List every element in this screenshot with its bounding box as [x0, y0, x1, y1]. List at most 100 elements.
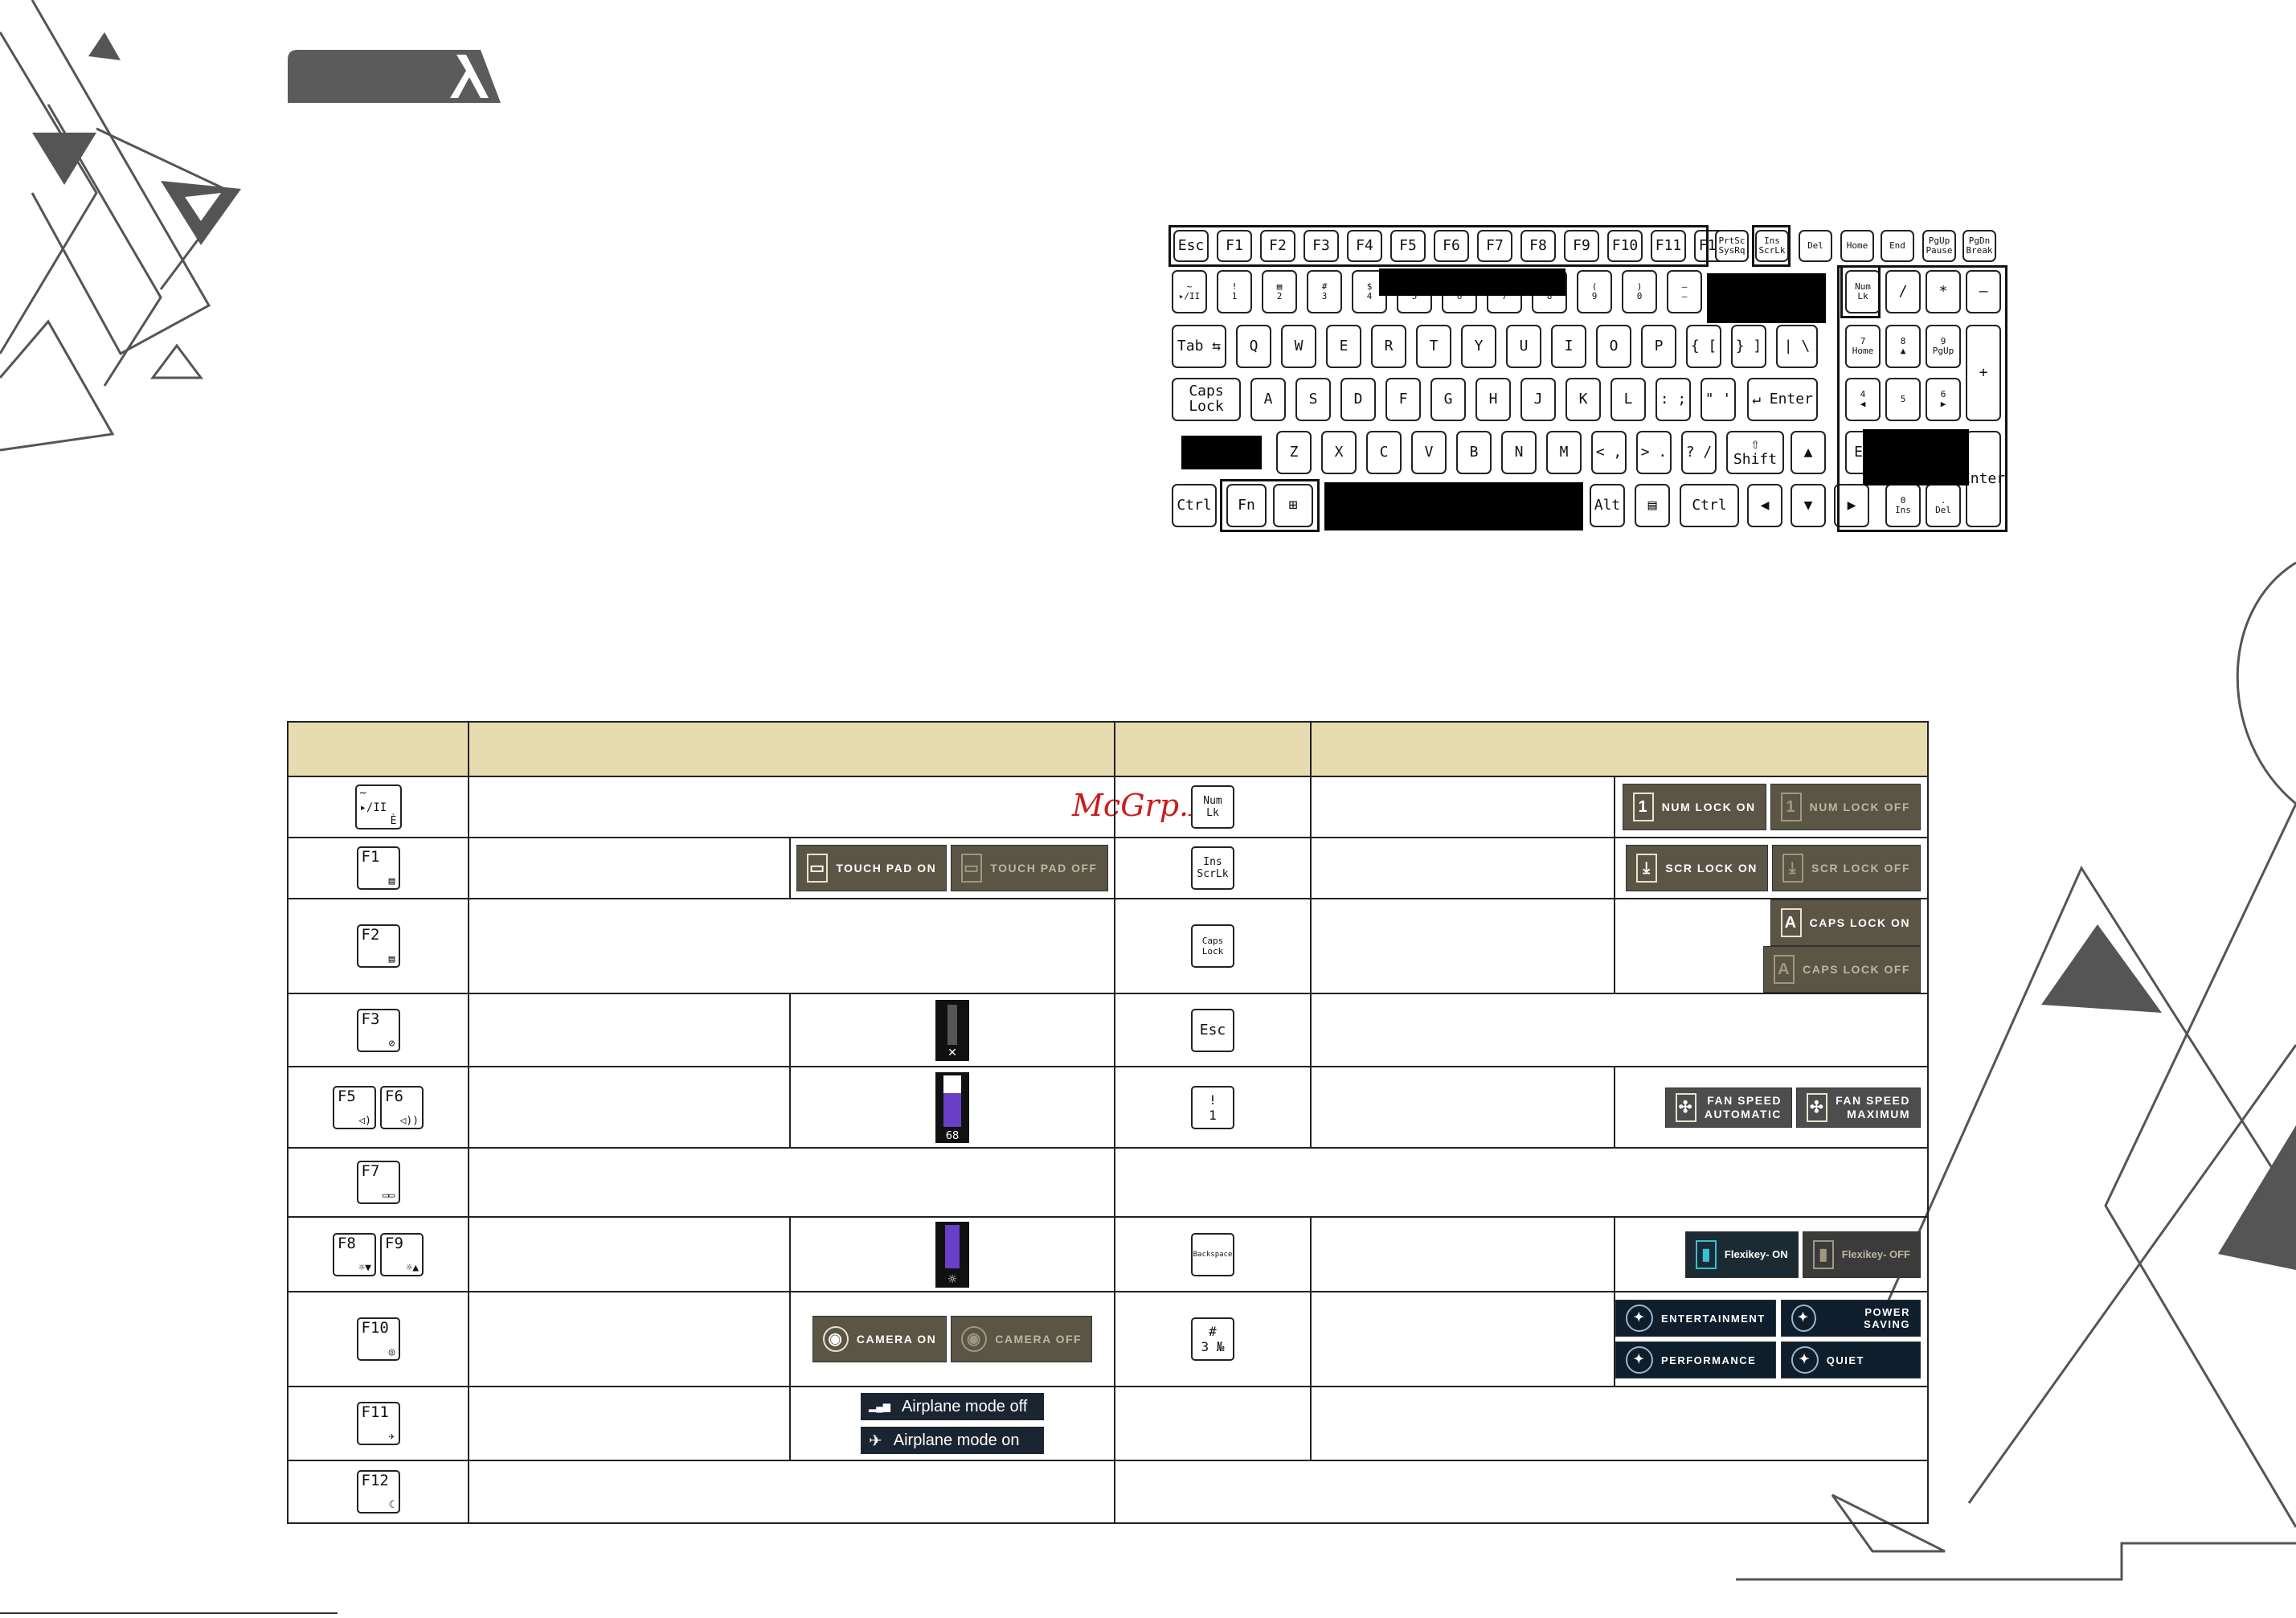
camera-icon: ◉	[822, 1326, 849, 1352]
table-row: F8☼▼ F9☼▲ ☼ Backspace ▮Flexikey- ON ▮Fle…	[287, 1216, 1929, 1292]
header-cell-function-left	[468, 721, 1115, 777]
redacted-block	[1707, 273, 1826, 323]
key-system: End	[1881, 230, 1914, 262]
key-f4: F4	[1347, 230, 1382, 262]
description-cell	[468, 1460, 1115, 1524]
description-cell	[468, 776, 1115, 838]
key-f7: F7	[1477, 230, 1512, 262]
osd-cell: ▮Flexikey- ON ▮Flexikey- OFF	[1614, 1216, 1929, 1292]
key-letter: R	[1371, 325, 1406, 368]
one-key-icon: !1	[1191, 1085, 1234, 1129]
flexikey-on-indicator: ▮Flexikey- ON	[1684, 1231, 1799, 1278]
key-letter: H	[1475, 378, 1511, 421]
key-fn: Fn	[1226, 484, 1267, 527]
key-cell: #3 №	[1114, 1291, 1312, 1387]
key-caps-lock: Caps Lock	[1172, 378, 1241, 421]
key-slash: ? /	[1681, 431, 1717, 474]
key-windows: ⊞	[1273, 484, 1313, 527]
key-letter: A	[1250, 378, 1286, 421]
key-letter: O	[1596, 325, 1631, 368]
key-numpad-4: 4◀	[1845, 378, 1881, 421]
key-numpad-plus: +	[1966, 325, 2001, 421]
flexikey-icon: ▮	[1695, 1239, 1717, 1269]
group-numpad	[1837, 265, 2007, 532]
key-f3: F3	[1304, 230, 1339, 262]
description-cell	[1310, 1216, 1615, 1292]
performance-icon: ✦	[1626, 1346, 1653, 1374]
fan-icon: ✣	[1675, 1092, 1696, 1122]
key-cell: Caps Lock	[1114, 898, 1312, 994]
volume-value: 68	[945, 1129, 960, 1142]
section-header-tab	[288, 50, 501, 103]
key-cell: F11✈	[287, 1386, 469, 1461]
flexikey-icon: ▮	[1812, 1239, 1834, 1269]
key-tab: Tab ⇆	[1172, 325, 1226, 368]
caps-lock-key-icon: Caps Lock	[1191, 924, 1234, 968]
key-letter: Z	[1276, 431, 1312, 474]
power-saving-icon: ✦	[1791, 1305, 1816, 1332]
scroll-lock-icon: ⤓	[1782, 854, 1803, 883]
performance-mode-indicator: ✦PERFORMANCE	[1615, 1342, 1776, 1378]
key-letter: W	[1281, 325, 1316, 368]
power-saving-mode-indicator: ✦POWER SAVING	[1780, 1300, 1921, 1337]
header-cell-function-right	[1310, 721, 1929, 777]
description-cell	[1114, 1147, 1929, 1218]
osd-cell: ⤓SCR LOCK ON ⤓SCR LOCK OFF	[1614, 837, 1929, 899]
description-cell	[1310, 993, 1929, 1067]
volume-level-indicator: 68	[935, 1071, 969, 1143]
key-f9: F9	[1564, 230, 1599, 262]
key-number: #3	[1307, 270, 1342, 313]
key-numpad-5: 5	[1885, 378, 1921, 421]
key-numpad-multiply: *	[1926, 270, 1961, 313]
redacted-block	[1324, 482, 1583, 530]
key-backslash: | \	[1776, 325, 1818, 368]
key-arrow-right: ▶	[1834, 484, 1869, 527]
touchpad-icon: ▭	[807, 854, 829, 883]
brightness-level-indicator: ☼	[935, 1221, 969, 1288]
num-lock-icon: 1	[1780, 793, 1802, 821]
key-shift: ⇧ Shift	[1726, 431, 1784, 474]
description-cell	[1310, 1066, 1615, 1149]
key-cell: F8☼▼ F9☼▲	[287, 1216, 469, 1292]
key-ctrl-left: Ctrl	[1172, 484, 1217, 527]
key-cell: F7▭▭	[287, 1147, 469, 1218]
key-cell: ~ ▸/II È	[287, 776, 469, 838]
description-cell	[1310, 776, 1615, 838]
f2-key-icon: F2▤	[356, 924, 400, 968]
redacted-block	[1181, 436, 1262, 469]
esc-key-icon: Esc	[1191, 1008, 1234, 1052]
key-cell: F12☾	[287, 1460, 469, 1524]
key-numpad-8: 8▲	[1885, 325, 1921, 368]
entertainment-mode-indicator: ✦ENTERTAINMENT	[1615, 1300, 1776, 1337]
camera-on-indicator: ◉CAMERA ON	[812, 1316, 947, 1362]
key-alt: Alt	[1590, 484, 1625, 527]
scroll-lock-icon: ⤓	[1636, 854, 1658, 883]
osd-cell: ☼	[789, 1216, 1115, 1292]
key-system: Del	[1799, 230, 1832, 262]
backspace-key-icon: Backspace	[1191, 1232, 1234, 1276]
key-letter: D	[1340, 378, 1376, 421]
key-enter: ↵ Enter	[1747, 378, 1818, 421]
key-cell: Esc	[1114, 993, 1312, 1067]
f8-brightness-down-key-icon: F8☼▼	[332, 1232, 376, 1276]
key-letter: T	[1416, 325, 1451, 368]
osd-cell: ◉CAMERA ON ◉CAMERA OFF	[789, 1291, 1115, 1387]
key-letter: P	[1641, 325, 1676, 368]
key-letter: F	[1385, 378, 1421, 421]
mute-volume-indicator: ✕	[935, 999, 969, 1061]
key-cell: F3⊘	[287, 993, 469, 1067]
key-number: !1	[1217, 270, 1252, 313]
